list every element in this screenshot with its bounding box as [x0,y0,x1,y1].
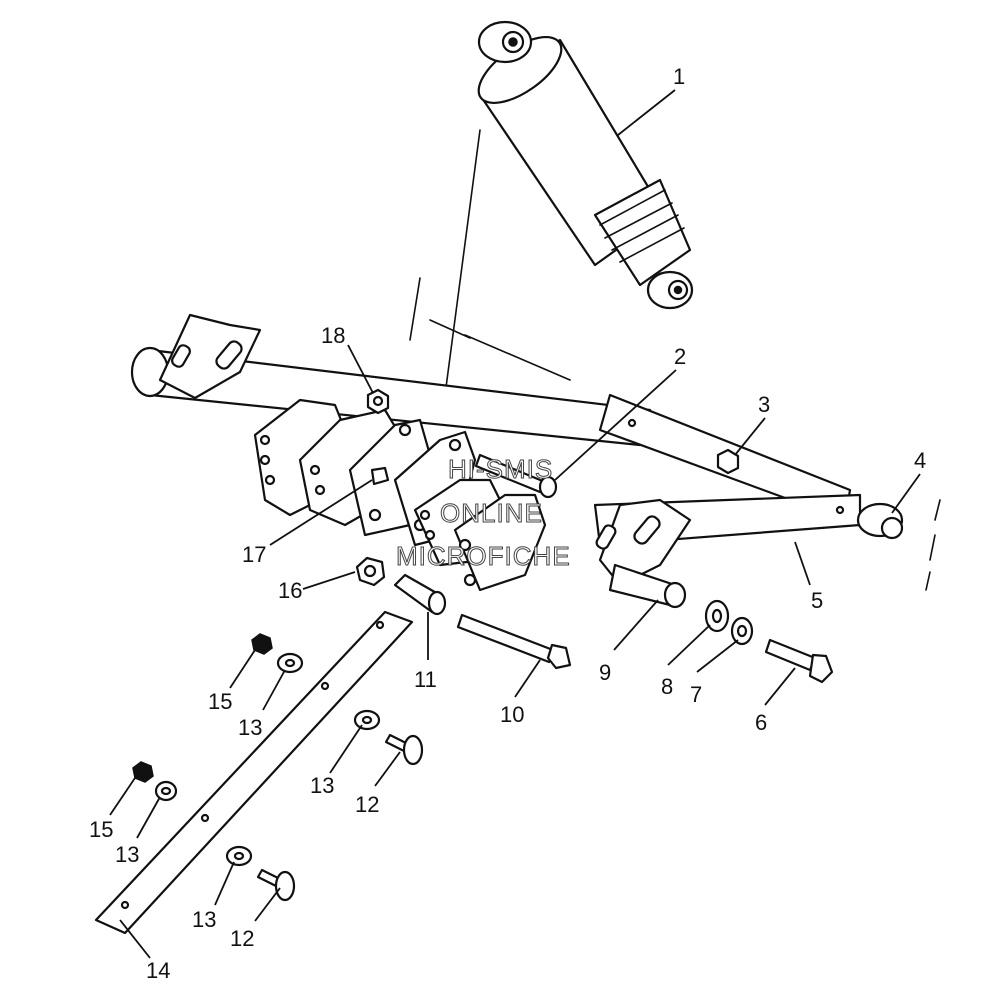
callout-13-a: 13 [238,715,262,740]
callout-13-d: 13 [192,907,216,932]
watermark: HI-SMIS ONLINE MICROFICHE [396,454,571,572]
hardware-parts [94,388,834,935]
callout-16: 16 [278,578,302,603]
leader-lines [109,89,921,959]
nut-15-b [132,761,154,783]
bolt-6 [764,638,817,672]
shock-absorber [477,20,694,310]
bolt-10 [456,613,555,664]
watermark-line-3: MICROFICHE [396,541,571,571]
watermark-line-2: ONLINE [440,498,543,528]
callout-6: 6 [755,710,767,735]
callout-13-b: 13 [310,773,334,798]
callout-15-b: 15 [89,817,113,842]
callout-14: 14 [146,958,170,983]
nut-3 [716,448,740,475]
callout-9: 9 [599,660,611,685]
callout-10: 10 [500,702,524,727]
callout-12-b: 12 [230,926,254,951]
callout-17: 17 [242,542,266,567]
callout-8: 8 [661,674,673,699]
callout-2: 2 [674,344,686,369]
callout-4: 4 [914,448,926,473]
strap-14 [94,610,414,935]
callout-labels: 1 2 3 4 5 6 7 8 9 10 11 12 12 13 13 13 1… [89,64,926,983]
callout-13-c: 13 [115,842,139,867]
stud-17 [370,466,390,486]
callout-7: 7 [690,682,702,707]
watermark-line-1: HI-SMIS [448,454,553,484]
callout-11: 11 [414,667,437,692]
callout-1: 1 [673,64,685,89]
callout-18: 18 [321,323,345,348]
alignment-lines [409,129,941,591]
callout-5: 5 [811,588,823,613]
callout-12-a: 12 [355,792,379,817]
callout-15-a: 15 [208,689,232,714]
callout-3: 3 [758,392,770,417]
